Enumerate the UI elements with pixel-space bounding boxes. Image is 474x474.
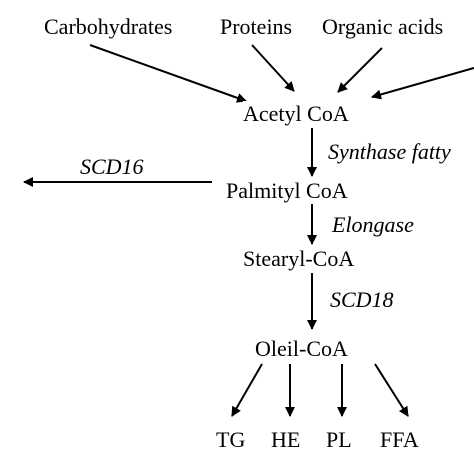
source-organic-acids: Organic acids [322,14,444,39]
arrow-organic-acids-to-acetyl [337,47,383,93]
enzyme-scd18: SCD18 [330,287,394,312]
enzyme-synthase-fatty: Synthase fatty [328,139,451,164]
enzyme-elongase: Elongase [332,212,414,237]
arrow-proteins-to-acetyl [251,44,295,92]
metabolite-oleil-coa: Oleil-CoA [255,336,348,362]
product-pl: PL [326,427,352,452]
arrow-offscreen-to-acetyl [371,67,474,100]
enzyme-scd16: SCD16 [80,154,144,179]
product-ffa: FFA [380,427,419,452]
arrow-oleil-to-ffa [374,363,409,417]
product-tg: TG [216,427,246,452]
metabolite-palmityl-coa: Palmityl CoA [226,178,348,204]
arrow-oleil-to-tg [231,363,263,417]
source-proteins: Proteins [220,14,293,39]
metabolite-stearyl-coa: Stearyl-CoA [243,246,355,272]
source-carbohydrates: Carbohydrates [44,14,173,39]
arrow-carbohydrates-to-acetyl [89,44,247,103]
product-he: HE [271,427,301,452]
metabolite-acetyl-coa: Acetyl CoA [243,101,349,127]
